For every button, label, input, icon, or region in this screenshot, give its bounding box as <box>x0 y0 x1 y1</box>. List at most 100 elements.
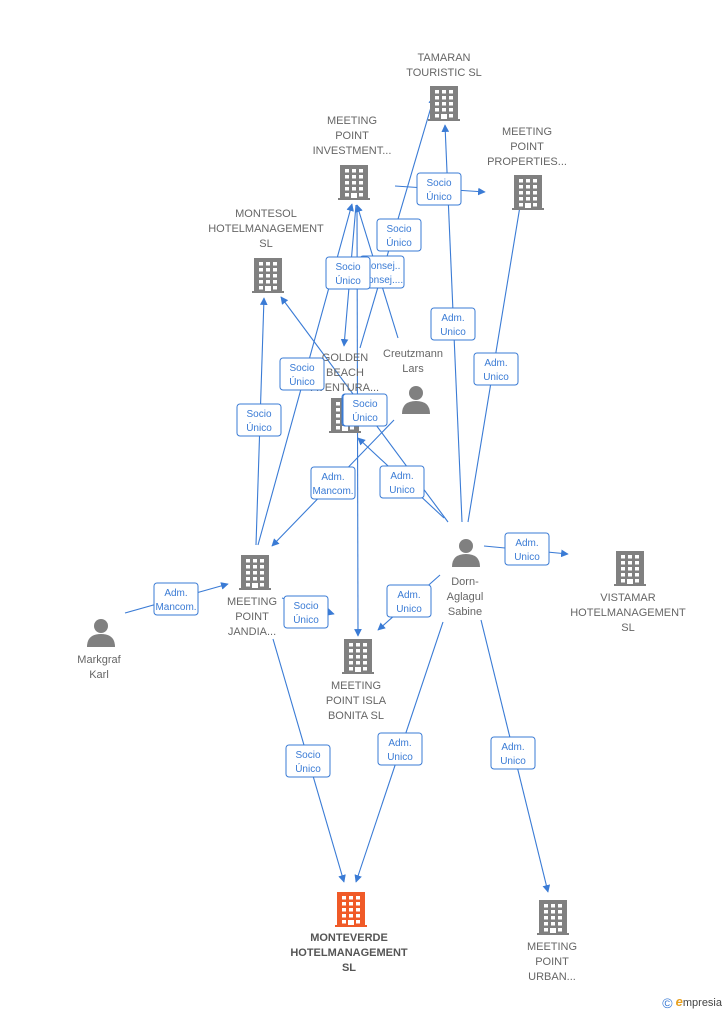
edge-label-text: Único <box>352 411 378 424</box>
node-label-line: Sabine <box>448 606 482 618</box>
edge-label-text: Unico <box>483 372 509 383</box>
labels-layer: SocioÚnicoSocioÚnicoConsej..Consej....So… <box>153 172 550 778</box>
edge-label-text: Adm. <box>397 590 420 601</box>
node-label-line: MEETING <box>331 680 381 692</box>
node-mp_investment[interactable]: MEETINGPOINTINVESTMENT... <box>313 115 392 200</box>
node-label-line: Creutzmann <box>383 348 443 360</box>
node-label-line: Markgraf <box>77 654 121 666</box>
brand-footer: © empresia <box>662 994 722 1011</box>
edge-label-text: Adm. <box>484 358 507 369</box>
edge-label-dorn-to-vistamar[interactable]: Adm. Unico <box>504 532 550 566</box>
building-icon <box>338 165 370 200</box>
edge-label-dorn-to-monteverde[interactable]: Adm.Unico <box>377 732 423 766</box>
building-icon <box>614 551 646 586</box>
edge-label-text: Socio <box>289 363 314 374</box>
edge-label-text: Unico <box>440 327 466 338</box>
node-tamaran[interactable]: TAMARAN TOURISTIC SL <box>406 52 482 121</box>
edge-label-text: Único <box>295 762 321 775</box>
node-label-line: POINT <box>510 141 544 153</box>
edge-label-text: Adm. <box>515 538 538 549</box>
edge-label-text: Único <box>386 236 412 249</box>
node-mp_urban[interactable]: MEETINGPOINTURBAN... <box>527 900 577 983</box>
node-vistamar[interactable]: VISTAMAR HOTELMANAGEMENT SL <box>570 551 686 634</box>
person-icon <box>402 386 430 414</box>
edge-label-text: Único <box>289 375 315 388</box>
edge-label-dorn-to-tamaran[interactable]: Adm.Unico <box>430 307 476 341</box>
node-label-line: TAMARAN <box>418 52 471 64</box>
node-label-line: TOURISTIC SL <box>406 67 482 79</box>
edge-label-text: Consej.. <box>364 261 401 272</box>
node-label-line: MEETING <box>227 596 277 608</box>
node-label-line: GOLDEN <box>322 352 369 364</box>
node-label-line: POINT ISLA <box>326 695 387 707</box>
edge-label-text: Adm. <box>501 742 524 753</box>
edge-label-text: Adm. <box>164 588 187 599</box>
node-label-line: MEETING <box>327 115 377 127</box>
edge-label-dorn-to-mp_properties[interactable]: Adm. Unico <box>473 352 519 386</box>
brand-logo-initial: e <box>675 993 683 1009</box>
node-mp_jandia[interactable]: MEETINGPOINTJANDIA... <box>227 555 277 638</box>
node-label-line: HOTELMANAGEMENT <box>570 607 686 619</box>
node-label-line: MONTESOL <box>235 208 297 220</box>
brand-logo-text: mpresia <box>682 996 722 1009</box>
edge-label-text: Adm. <box>390 471 413 482</box>
node-label-line: Karl <box>89 669 109 681</box>
edge-label-text: Unico <box>500 756 526 767</box>
edge-label-text: Único <box>293 613 319 626</box>
edge-label-text: Socio <box>246 409 271 420</box>
building-icon <box>342 639 374 674</box>
edge-label-text: Unico <box>514 552 540 563</box>
copyright-icon: © <box>662 995 673 1011</box>
node-label-line: Aglagul <box>447 591 484 603</box>
node-label-line: SL <box>342 962 356 974</box>
edge-label-dorn-to-mp_isla[interactable]: Adm. Unico <box>386 584 432 618</box>
node-label-line: BEACH <box>326 367 364 379</box>
node-mp_isla[interactable]: MEETING POINT ISLA BONITA SL <box>326 639 387 722</box>
node-label-line: SL <box>621 622 634 634</box>
node-label-line: AVENTURA... <box>311 382 379 394</box>
edge-label-text: Unico <box>389 485 415 496</box>
building-icon <box>252 258 284 293</box>
edge-label-text: Consej.... <box>361 275 403 286</box>
edge-label-text: Socio <box>352 399 377 410</box>
node-label-line: Dorn- <box>451 576 479 588</box>
node-label-line: VISTAMAR <box>600 592 655 604</box>
node-label-line: POINT <box>235 611 269 623</box>
edge-label-text: Socio <box>335 262 360 273</box>
edge-label-text: Único <box>426 190 452 203</box>
person-icon <box>452 539 480 567</box>
edge-label-dorn-to-golden_beach[interactable]: Adm. Unico <box>379 465 425 499</box>
edge-label-creutzmann-to-mp_investment[interactable]: Consej.. Consej.... <box>359 255 405 289</box>
edge-label-text: Mancom. <box>312 486 353 497</box>
edge-label-text: Mancom. <box>155 602 196 613</box>
edge-label-text: Unico <box>396 604 422 615</box>
edge-label-markgraf-to-mp_jandia[interactable]: Adm. Mancom. <box>153 582 199 616</box>
edge-label-creutzmann-to-mp_jandia[interactable]: Adm.Mancom. <box>310 466 356 500</box>
node-label-line: BONITA SL <box>328 710 384 722</box>
edge-label-dorn-to-mp_urban[interactable]: Adm. Unico <box>490 736 536 770</box>
node-label-line: MEETING <box>502 126 552 138</box>
node-label-line: SL <box>259 238 272 250</box>
node-label-line: HOTELMANAGEMENT <box>290 947 408 959</box>
edge-label-text: Socio <box>295 750 320 761</box>
node-label-line: Lars <box>402 363 424 375</box>
node-mp_properties[interactable]: MEETINGPOINTPROPERTIES... <box>487 126 567 210</box>
nodes-layer: TAMARAN TOURISTIC SL MEETINGPOINTINVESTMEN… <box>77 52 686 983</box>
person-icon <box>87 619 115 647</box>
building-icon <box>512 175 544 210</box>
building-icon <box>239 555 271 590</box>
